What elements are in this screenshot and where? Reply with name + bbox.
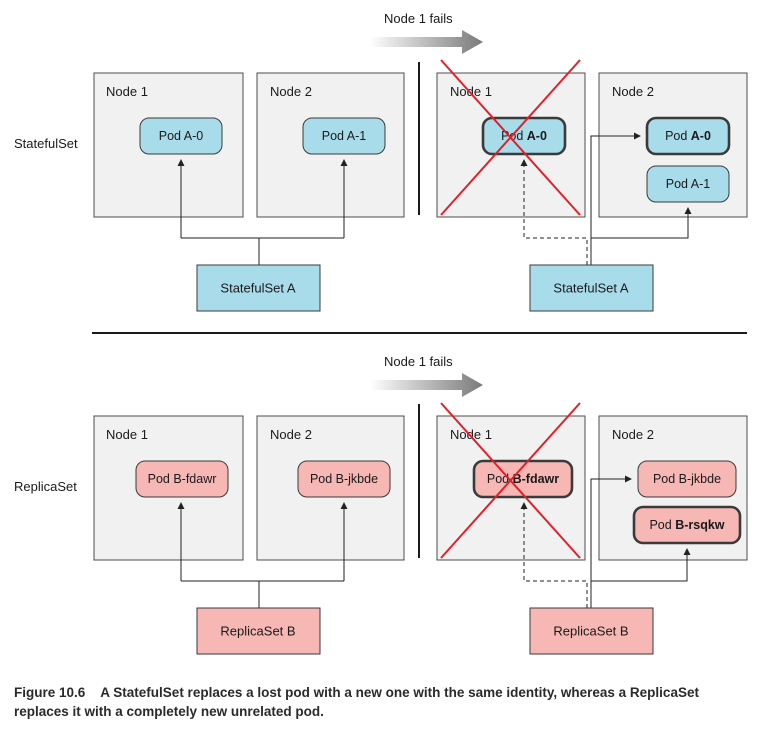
node-2-before-top: Node 2 Pod A-1 xyxy=(256,72,405,218)
replicaset-section: ReplicaSet Node 1 fails Node 1 Pod B-fda… xyxy=(14,354,748,655)
pod-label: Pod A-1 xyxy=(322,129,367,143)
controller-label: ReplicaSet B xyxy=(220,624,295,639)
pod-b-fdawr-lost xyxy=(472,459,574,499)
statefulset-a-after: StatefulSet A xyxy=(529,264,654,312)
figure-caption: Figure 10.6 A StatefulSet replaces a los… xyxy=(14,683,749,721)
controller-label: StatefulSet A xyxy=(220,281,295,296)
node-label: Node 1 xyxy=(450,84,492,99)
fail-arrow-icon xyxy=(370,373,483,397)
node-label: Node 1 xyxy=(106,84,148,99)
node-1-before-bottom: Node 1 Pod B-fdawr xyxy=(93,415,244,561)
pod-b-fdawr-before xyxy=(135,460,229,498)
node-fail-arrow-bottom: Node 1 fails xyxy=(370,354,483,397)
replicaset-b-before: ReplicaSet B xyxy=(196,607,321,655)
node-1-after-top: Node 1 Pod A-0 xyxy=(436,59,586,218)
node-label: Node 2 xyxy=(270,427,312,442)
pod-label: Pod A-0 xyxy=(159,129,204,143)
pod-b-rsqkw-new xyxy=(632,505,742,545)
pod-a-1-before xyxy=(302,117,386,155)
node-fail-label-bottom: Node 1 fails xyxy=(384,354,453,369)
node-2-before-bottom: Node 2 Pod B-jkbde xyxy=(256,415,405,561)
pod-a-0-recreated xyxy=(645,116,731,156)
controller-connectors-before-top xyxy=(177,159,348,265)
pod-label: Pod A-1 xyxy=(666,177,711,191)
figure-number: Figure 10.6 xyxy=(14,685,86,700)
node-1-before-top: Node 1 Pod A-0 xyxy=(93,72,244,218)
controller-connectors-after-bottom xyxy=(520,475,691,608)
pod-label: Pod B-jkbde xyxy=(310,472,378,486)
pod-a-0-before xyxy=(139,117,223,155)
pod-label: Pod B-jkbde xyxy=(653,472,721,486)
failed-node-cross-icon xyxy=(440,59,581,216)
node-label: Node 2 xyxy=(612,84,654,99)
statefulset-side-label: StatefulSet xyxy=(14,136,78,151)
pod-b-jkbde-before xyxy=(297,460,391,498)
pod-a-1-after xyxy=(646,165,730,203)
node-label: Node 1 xyxy=(106,427,148,442)
pod-label: Pod A-0 xyxy=(665,129,711,143)
figure-caption-text: A StatefulSet replaces a lost pod with a… xyxy=(14,685,699,719)
node-fail-label-top: Node 1 fails xyxy=(384,11,453,26)
controller-connectors-after-top xyxy=(520,132,692,265)
fail-arrow-icon xyxy=(370,30,483,54)
node-2-after-bottom: Node 2 Pod B-jkbde Pod B-rsqkw xyxy=(598,415,748,561)
controller-connectors-before-bottom xyxy=(177,502,348,608)
controller-label: ReplicaSet B xyxy=(553,624,628,639)
node-label: Node 2 xyxy=(270,84,312,99)
replicaset-b-after: ReplicaSet B xyxy=(529,607,654,655)
failed-node-cross-icon xyxy=(440,402,581,559)
node-label: Node 1 xyxy=(450,427,492,442)
pod-label: Pod B-rsqkw xyxy=(649,518,724,532)
statefulset-a-before: StatefulSet A xyxy=(196,264,321,312)
statefulset-section: StatefulSet Node 1 fails Node 1 Pod A-0 … xyxy=(14,11,748,312)
node-label: Node 2 xyxy=(612,427,654,442)
replicaset-side-label: ReplicaSet xyxy=(14,479,77,494)
node-1-after-bottom: Node 1 Pod B-fdawr xyxy=(436,402,586,561)
pod-label: Pod B-fdawr xyxy=(148,472,217,486)
pod-label: Pod B-fdawr xyxy=(487,472,559,486)
node-2-after-top: Node 2 Pod A-0 Pod A-1 xyxy=(598,72,748,218)
node-fail-arrow-top: Node 1 fails xyxy=(370,11,483,54)
controller-label: StatefulSet A xyxy=(553,281,628,296)
pod-b-jkbde-after xyxy=(637,460,737,498)
